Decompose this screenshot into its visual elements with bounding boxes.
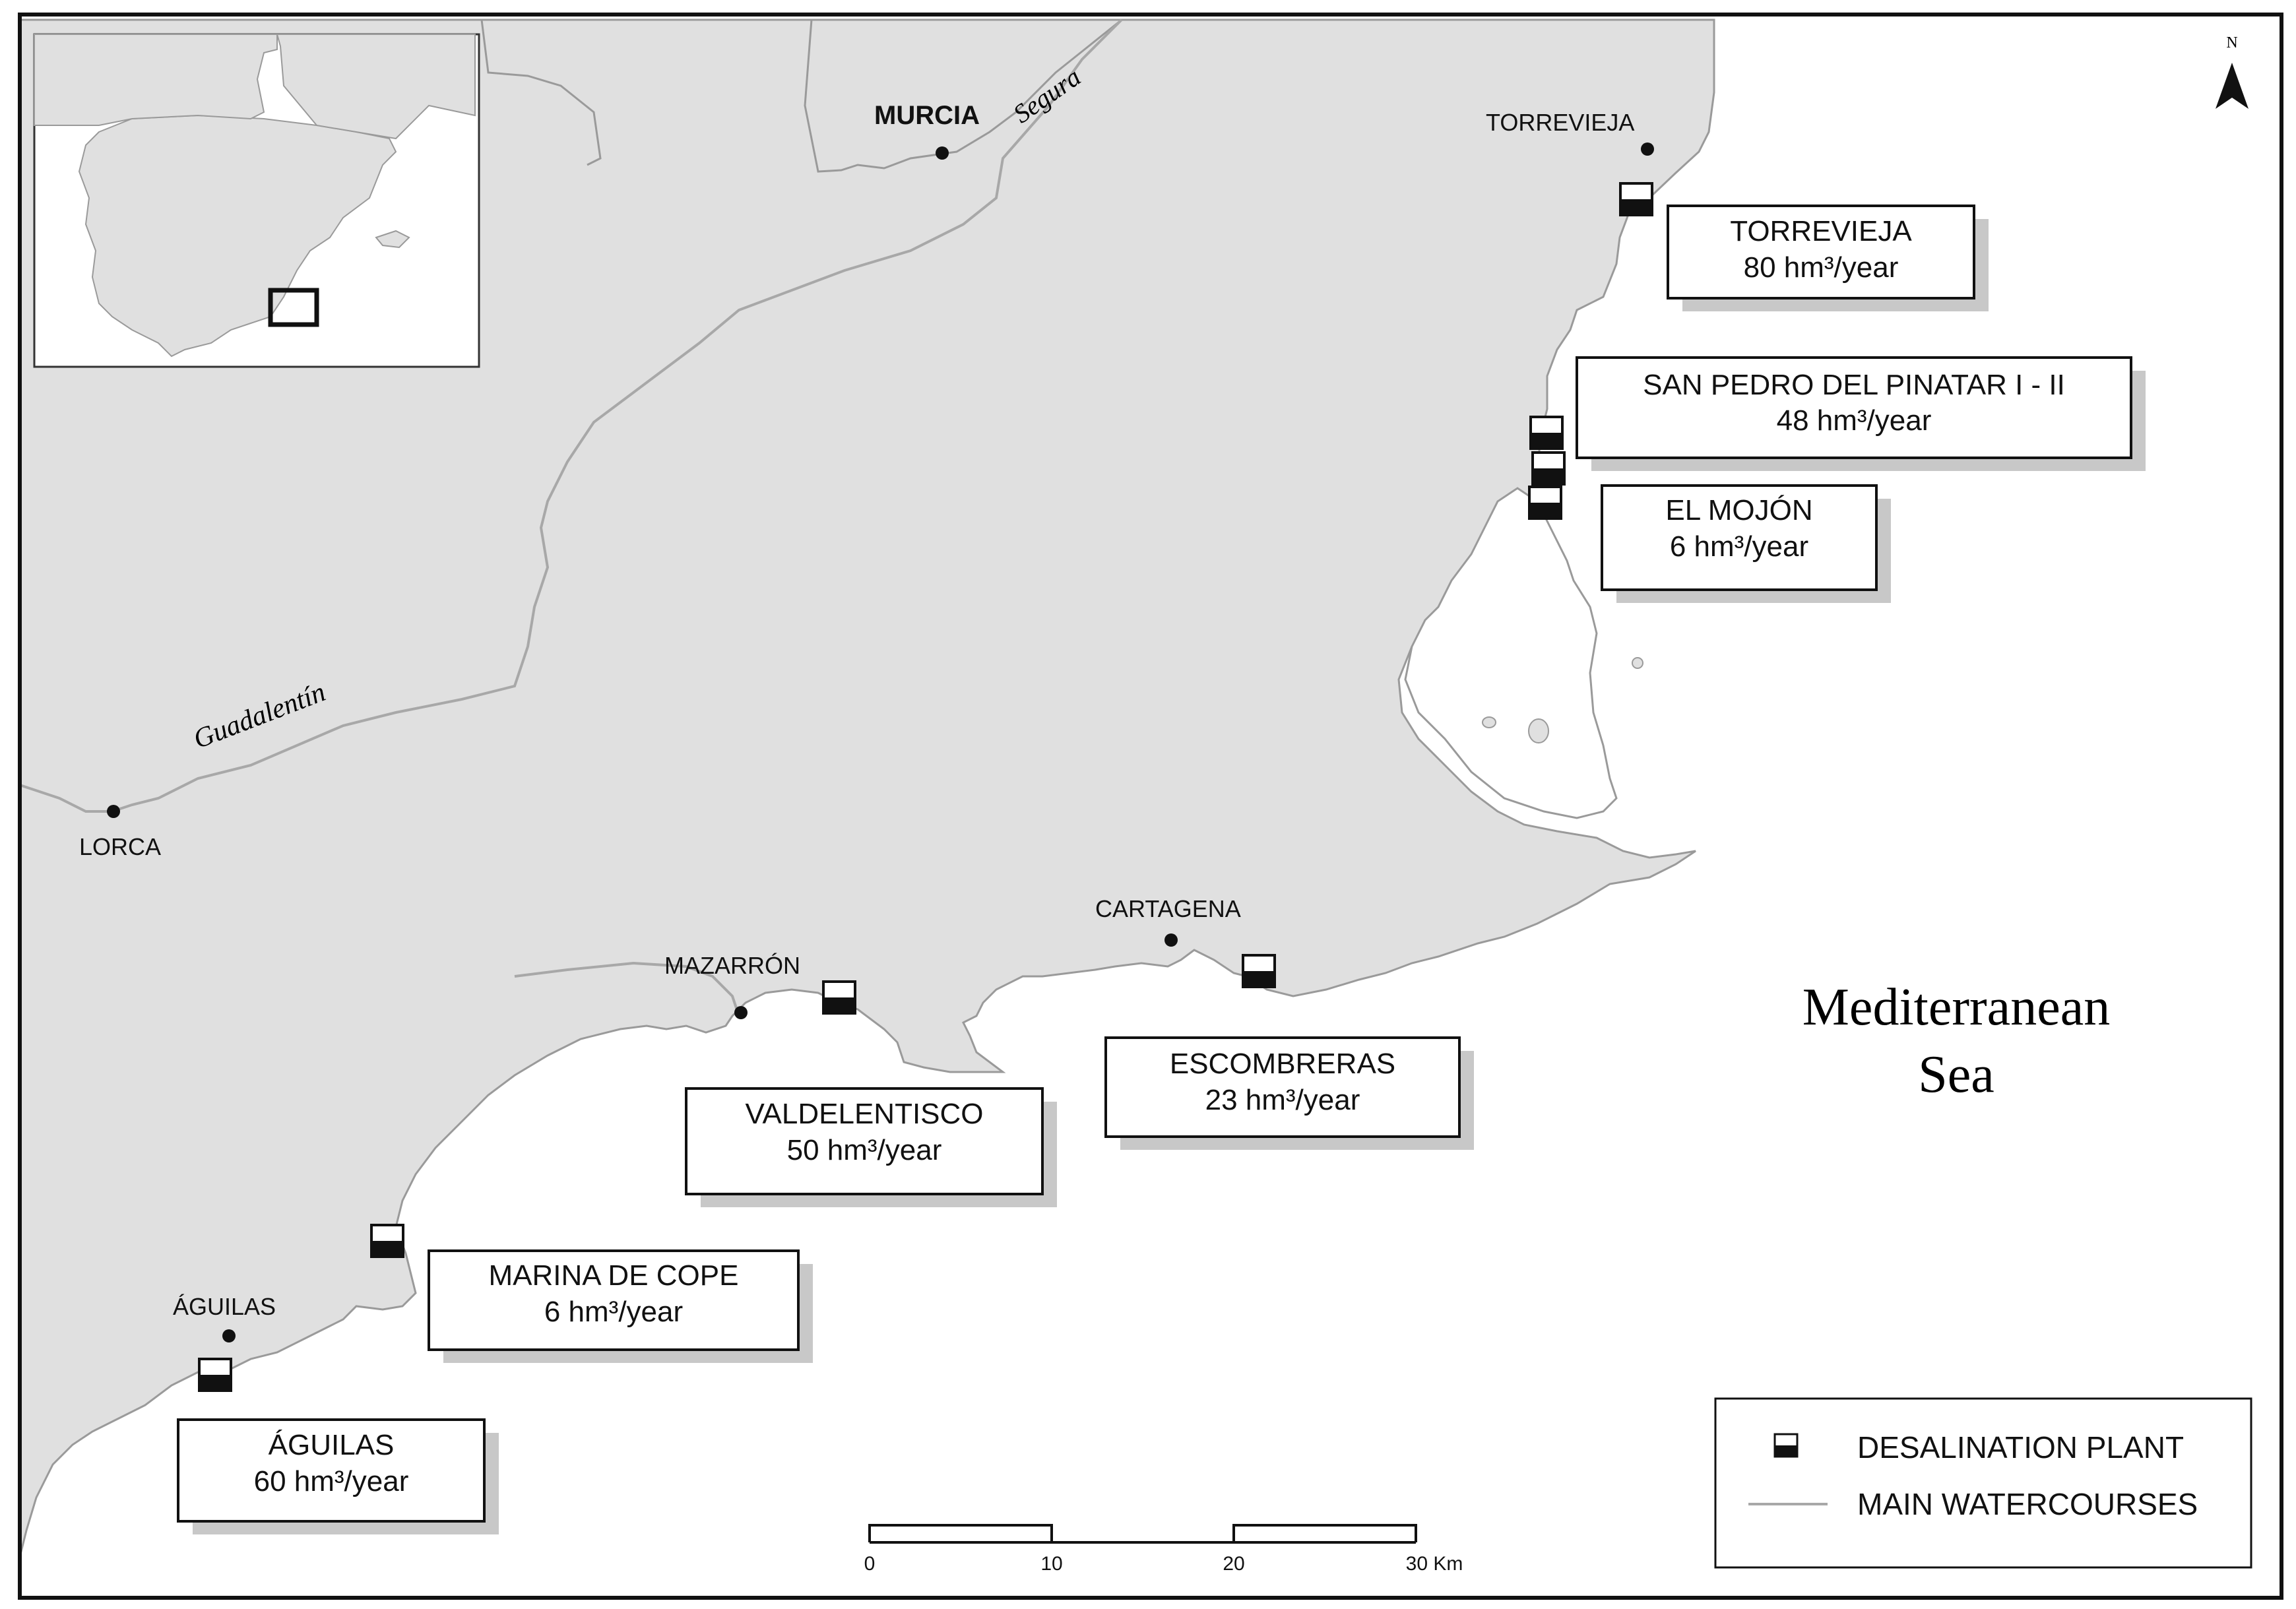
svg-text:60 hm³/year: 60 hm³/year <box>254 1465 409 1498</box>
plant-symbol-el-mojon <box>1528 486 1562 520</box>
scale-tick-20: 20 <box>1223 1553 1244 1575</box>
svg-text:ESCOMBRERAS: ESCOMBRERAS <box>1170 1048 1395 1080</box>
city-dot-mazarron <box>734 1006 748 1019</box>
lagoon-island <box>1528 718 1549 743</box>
desalination-plants <box>198 182 1653 1392</box>
city-label-torrevieja: TORREVIEJA <box>1486 109 1634 136</box>
inset-balearic <box>375 230 410 249</box>
plant-box-escombreras: ESCOMBRERAS 23 hm³/year <box>1104 1036 1474 1150</box>
map-frame <box>18 13 2283 1600</box>
plant-box-torrevieja: TORREVIEJA 80 hm³/year <box>1667 205 1989 311</box>
lagoon-island <box>1482 716 1496 728</box>
plant-symbol-valdelentisco <box>822 980 856 1015</box>
plant-symbol-torrevieja <box>1619 182 1653 216</box>
sea-label-line1: Mediterranean <box>1802 978 2110 1036</box>
city-dot-torrevieja <box>1641 142 1654 156</box>
svg-text:SAN PEDRO DEL PINATAR I - II: SAN PEDRO DEL PINATAR I - II <box>1643 369 2065 401</box>
svg-text:N: N <box>2226 34 2237 51</box>
plant-box-valdelentisco: VALDELENTISCO 50 hm³/year <box>685 1087 1057 1207</box>
city-label-cartagena: CARTAGENA <box>1095 895 1241 922</box>
river-guadalentin <box>19 784 112 813</box>
plant-box-aguilas: ÁGUILAS 60 hm³/year <box>177 1418 499 1534</box>
plant-box-el-mojon: EL MOJÓN 6 hm³/year <box>1601 484 1891 603</box>
inset-map <box>33 33 480 368</box>
lagoon-island <box>1632 657 1643 669</box>
scale-tick-30: 30 Km <box>1406 1553 1463 1575</box>
plant-box-san-pedro: SAN PEDRO DEL PINATAR I - II 48 hm³/year <box>1576 356 2146 471</box>
city-dot-cartagena <box>1164 933 1178 947</box>
city-dot-murcia <box>936 146 949 160</box>
svg-text:23 hm³/year: 23 hm³/year <box>1205 1084 1360 1116</box>
plant-labels: TORREVIEJA 80 hm³/year SAN PEDRO DEL PIN… <box>177 205 2146 1534</box>
city-dot-lorca <box>107 805 120 818</box>
svg-text:ÁGUILAS: ÁGUILAS <box>269 1429 395 1461</box>
svg-text:MARINA DE COPE: MARINA DE COPE <box>489 1259 739 1292</box>
main-watercourses <box>19 18 1123 1017</box>
legend-watercourses-label: MAIN WATERCOURSES <box>1857 1487 2198 1521</box>
scale-tick-10: 10 <box>1040 1553 1062 1575</box>
city-label-murcia: MURCIA <box>874 101 980 130</box>
svg-text:EL MOJÓN: EL MOJÓN <box>1665 494 1812 526</box>
plant-symbol-marina-de-cope <box>370 1224 404 1258</box>
svg-text:VALDELENTISCO: VALDELENTISCO <box>745 1098 983 1130</box>
inset-study-area <box>268 288 319 327</box>
plant-box-marina-de-cope: MARINA DE COPE 6 hm³/year <box>428 1249 813 1363</box>
city-label-aguilas: ÁGUILAS <box>173 1293 276 1320</box>
city-label-mazarron: MAZARRÓN <box>664 952 800 979</box>
river-mazarron <box>514 961 740 1017</box>
svg-text:6 hm³/year: 6 hm³/year <box>544 1296 683 1328</box>
legend-plant-symbol-icon <box>1773 1433 1799 1458</box>
river-segura <box>112 18 1123 813</box>
inset-africa <box>34 34 278 126</box>
inset-france <box>276 34 476 140</box>
scale-tick-0: 0 <box>864 1553 876 1575</box>
plant-symbol-san-pedro-1 <box>1529 416 1564 450</box>
scale-bar <box>868 1524 1417 1544</box>
legend: DESALINATION PLANT MAIN WATERCOURSES <box>1714 1397 2252 1569</box>
svg-text:6 hm³/year: 6 hm³/year <box>1670 530 1808 563</box>
city-label-lorca: LORCA <box>79 833 161 860</box>
svg-text:80 hm³/year: 80 hm³/year <box>1744 251 1899 284</box>
mar-menor-lagoon <box>1404 487 1618 819</box>
svg-text:TORREVIEJA: TORREVIEJA <box>1730 215 1912 247</box>
plant-symbol-escombreras <box>1242 954 1276 988</box>
plant-symbol-san-pedro-2 <box>1531 451 1566 486</box>
svg-text:50 hm³/year: 50 hm³/year <box>787 1134 942 1166</box>
legend-desalination-label: DESALINATION PLANT <box>1857 1430 2184 1465</box>
cities: MURCIA TORREVIEJA LORCA MAZARRÓN CARTAGE… <box>79 101 1654 1342</box>
administrative-boundaries <box>480 18 1122 173</box>
sea-label-line2: Sea <box>1918 1046 1994 1104</box>
plant-symbol-aguilas <box>198 1358 232 1392</box>
svg-text:48 hm³/year: 48 hm³/year <box>1777 404 1932 437</box>
north-arrow: N <box>2216 34 2248 109</box>
city-dot-aguilas <box>222 1329 236 1342</box>
